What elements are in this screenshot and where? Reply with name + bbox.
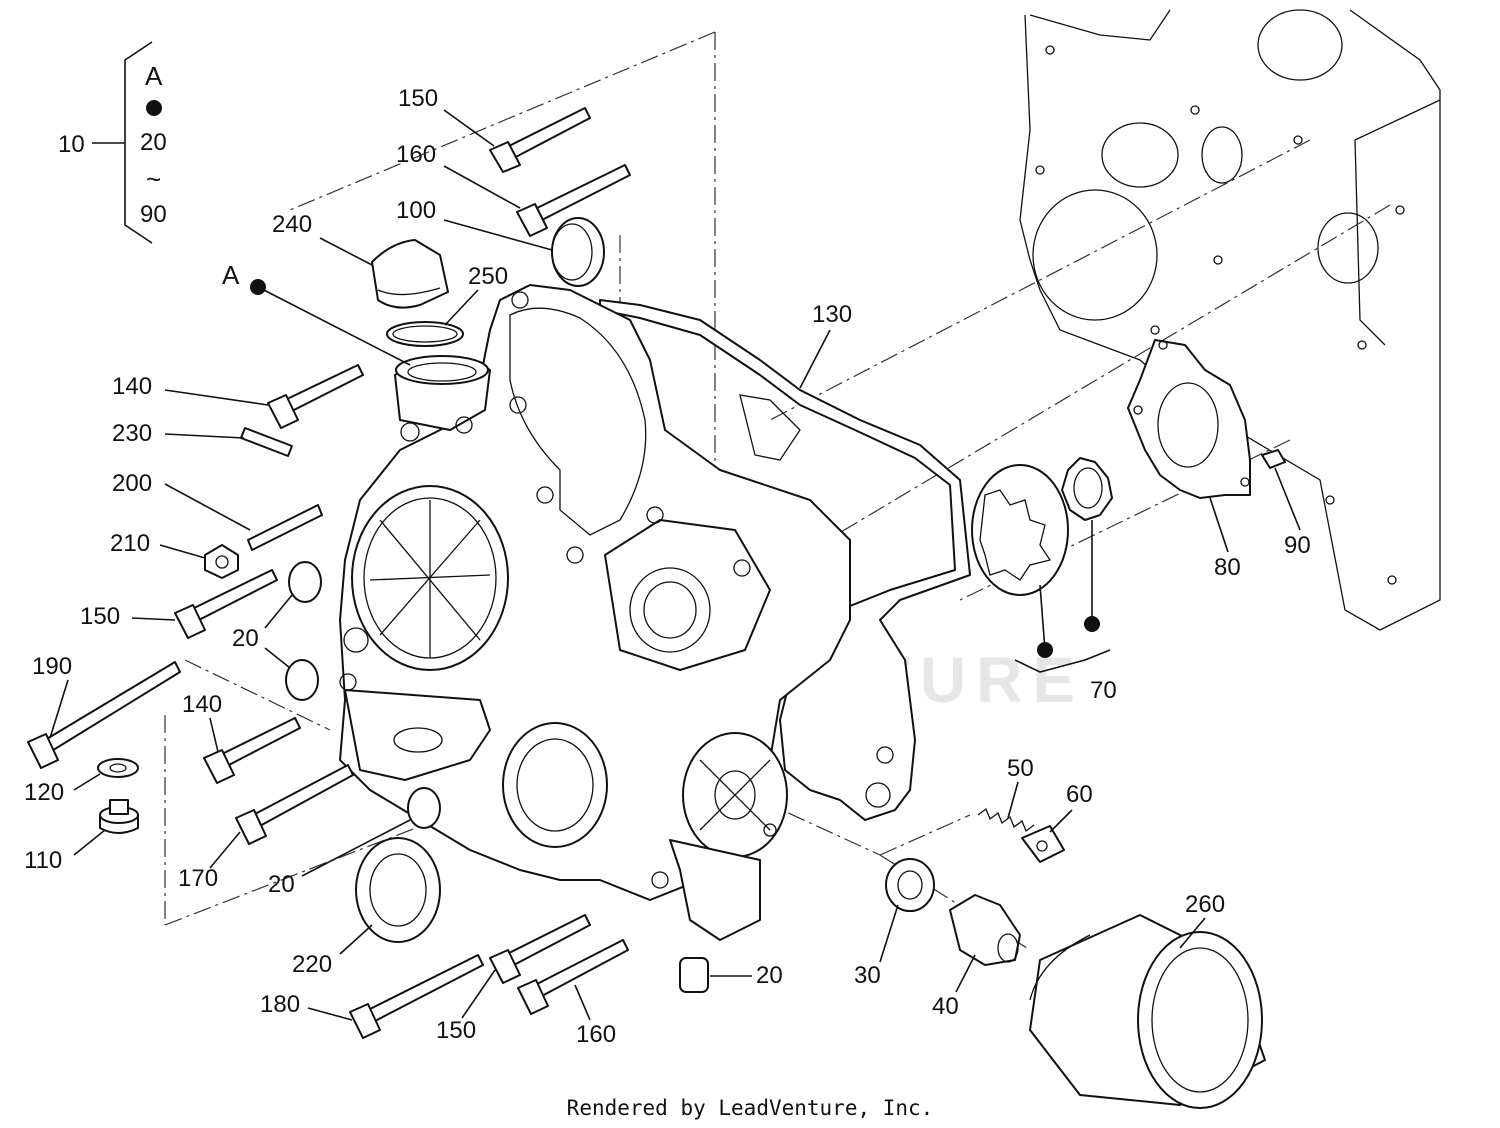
callout-40: 40 (932, 993, 959, 1020)
callout-150-bottom: 150 (436, 1017, 476, 1044)
callout-110: 110 (24, 847, 62, 874)
oil-filler-cap-240 (371, 239, 449, 309)
stud-230 (240, 427, 293, 457)
pump-cover-80 (1127, 339, 1251, 499)
plug-60 (1021, 825, 1065, 863)
plug-110 (99, 799, 139, 834)
bracket-tilde: ~ (146, 164, 161, 194)
bolt-140-upper (267, 364, 364, 429)
kit-bracket-70: 70 (1014, 520, 1117, 704)
dowel-20-bottom (679, 957, 709, 993)
dowel-20-lower (407, 787, 441, 829)
callout-120: 120 (24, 779, 64, 806)
washer-120 (97, 758, 139, 778)
callout-160-bottom: 160 (576, 1021, 616, 1048)
oil-pump-rotor-70 (971, 457, 1113, 596)
bolt-150-bottom (489, 914, 591, 984)
gasket-130 (599, 299, 971, 821)
callout-50: 50 (1007, 755, 1034, 782)
engine-block (1019, 9, 1441, 631)
nut-210 (204, 544, 239, 579)
callout-220: 220 (292, 951, 332, 978)
filter-fitting-40 (949, 894, 1021, 966)
callout-140-lower: 140 (182, 691, 222, 718)
callout-160-top: 160 (396, 141, 436, 168)
callout-260: 260 (1185, 891, 1225, 918)
bracket-ref-a: A (145, 61, 163, 91)
callout-210: 210 (110, 530, 150, 557)
callout-180: 180 (260, 991, 300, 1018)
stud-200 (247, 504, 323, 551)
bracket-end: 90 (140, 201, 167, 228)
callout-20-lower: 20 (268, 871, 295, 898)
bolt-160-top (516, 164, 631, 237)
bolt-150-top (489, 107, 591, 173)
callout-90: 90 (1284, 532, 1311, 559)
group-bracket-10: 10 A 20 ~ 90 (58, 41, 167, 244)
bolt-160-bottom (517, 939, 629, 1015)
bolt-140-lower (203, 717, 301, 784)
oil-filter-260 (1029, 914, 1266, 1109)
bolt-150-left (174, 569, 278, 639)
callout-150-left: 150 (80, 603, 120, 630)
callout-190: 190 (32, 653, 72, 680)
callout-170: 170 (178, 865, 218, 892)
bolt-180 (349, 954, 484, 1039)
screw-90 (1261, 449, 1286, 469)
timing-cover (339, 284, 851, 941)
washer-30 (885, 858, 935, 912)
callout-70: 70 (1090, 677, 1117, 704)
callout-10: 10 (58, 131, 85, 158)
callouts: 150 160 100 240 250 130 140 230 200 210 … (24, 85, 1311, 1048)
dowel-20-upper (288, 561, 322, 603)
callout-140-upper: 140 (112, 373, 152, 400)
bolt-170 (235, 764, 354, 845)
callout-80: 80 (1214, 554, 1241, 581)
callout-240: 240 (272, 211, 312, 238)
plug-100 (551, 217, 605, 287)
callout-60: 60 (1066, 781, 1093, 808)
spring-50 (977, 807, 1035, 833)
callout-200: 200 (112, 470, 152, 497)
oil-seal-220 (355, 837, 441, 943)
reference-a: A (222, 260, 411, 366)
bracket-dot (146, 100, 162, 116)
callout-100: 100 (396, 197, 436, 224)
callout-250: 250 (468, 263, 508, 290)
callout-20-upper: 20 (232, 625, 259, 652)
callout-230: 230 (112, 420, 152, 447)
callout-130: 130 (812, 301, 852, 328)
dowel-20-middle (285, 659, 319, 701)
callout-20-bottom: 20 (756, 962, 783, 989)
footer-credit: Rendered by LeadVenture, Inc. (567, 1096, 934, 1120)
bracket-start: 20 (140, 129, 167, 156)
reference-a-letter: A (222, 260, 240, 290)
callout-150-top: 150 (398, 85, 438, 112)
bolt-190 (27, 661, 181, 769)
callout-30: 30 (854, 962, 881, 989)
